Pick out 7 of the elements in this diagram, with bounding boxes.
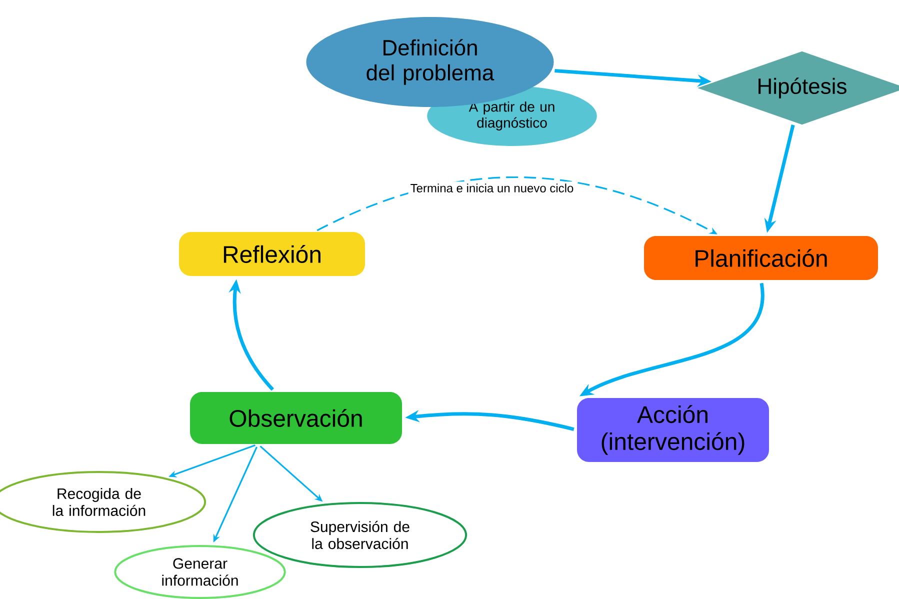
process-box: Acción (intervención) bbox=[577, 398, 769, 462]
edge-label: Termina e inicia un nuevo ciclo bbox=[408, 182, 576, 194]
process-box: Reflexión bbox=[179, 232, 365, 276]
process-box: Observación bbox=[190, 392, 402, 444]
process-box: Planificación bbox=[644, 236, 878, 280]
ellipse-node: Supervisión de la observación bbox=[252, 502, 468, 568]
ellipse-node: Generar información bbox=[114, 545, 286, 599]
